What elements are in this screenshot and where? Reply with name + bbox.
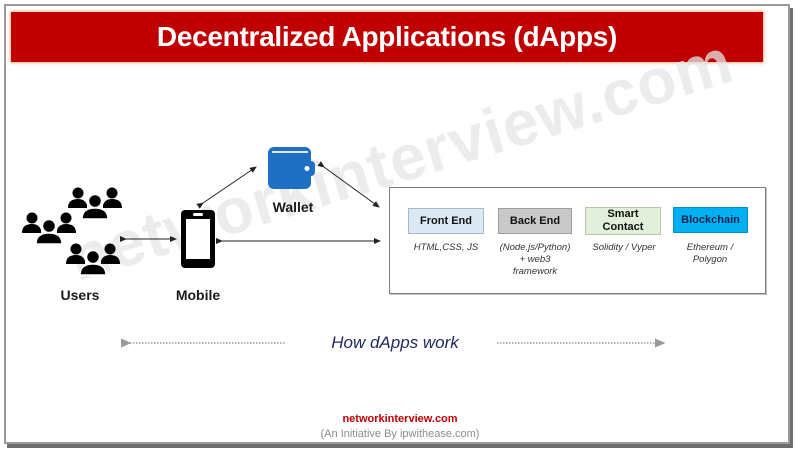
diagram-caption: How dApps work bbox=[331, 333, 459, 352]
stack-blockchain: Blockchain bbox=[673, 207, 748, 233]
users-label: Users bbox=[60, 287, 100, 303]
stack-blockchain-detail: Ethereum / Polygon bbox=[686, 242, 734, 265]
stack-front-end-detail: HTML,CSS, JS bbox=[413, 242, 479, 253]
stack-front-end: Front End bbox=[408, 208, 484, 234]
footer-initiative: (An Initiative By ipwithease.com) bbox=[320, 428, 480, 440]
title-banner: Decentralized Applications (dApps) bbox=[11, 12, 763, 62]
arrow-wallet-stack bbox=[317, 161, 380, 208]
wallet-icon bbox=[268, 147, 315, 189]
page-title: Decentralized Applications (dApps) bbox=[156, 21, 618, 52]
mobile-phone-icon bbox=[181, 210, 215, 268]
stack-smart-contract: Smart Contact bbox=[585, 207, 661, 235]
arrow-mobile-wallet bbox=[196, 166, 257, 209]
mobile-label: Mobile bbox=[175, 287, 221, 303]
dapp-stack-container bbox=[389, 187, 766, 294]
stack-back-end: Back End bbox=[498, 208, 572, 234]
stack-back-end-detail: (Node.js/Python) + web3 framework bbox=[499, 242, 571, 277]
stack-smart-contract-detail: Solidity / Vyper bbox=[592, 242, 656, 253]
wallet-label: Wallet bbox=[272, 199, 314, 215]
footer-site-link[interactable]: networkinterview.com bbox=[342, 413, 458, 425]
